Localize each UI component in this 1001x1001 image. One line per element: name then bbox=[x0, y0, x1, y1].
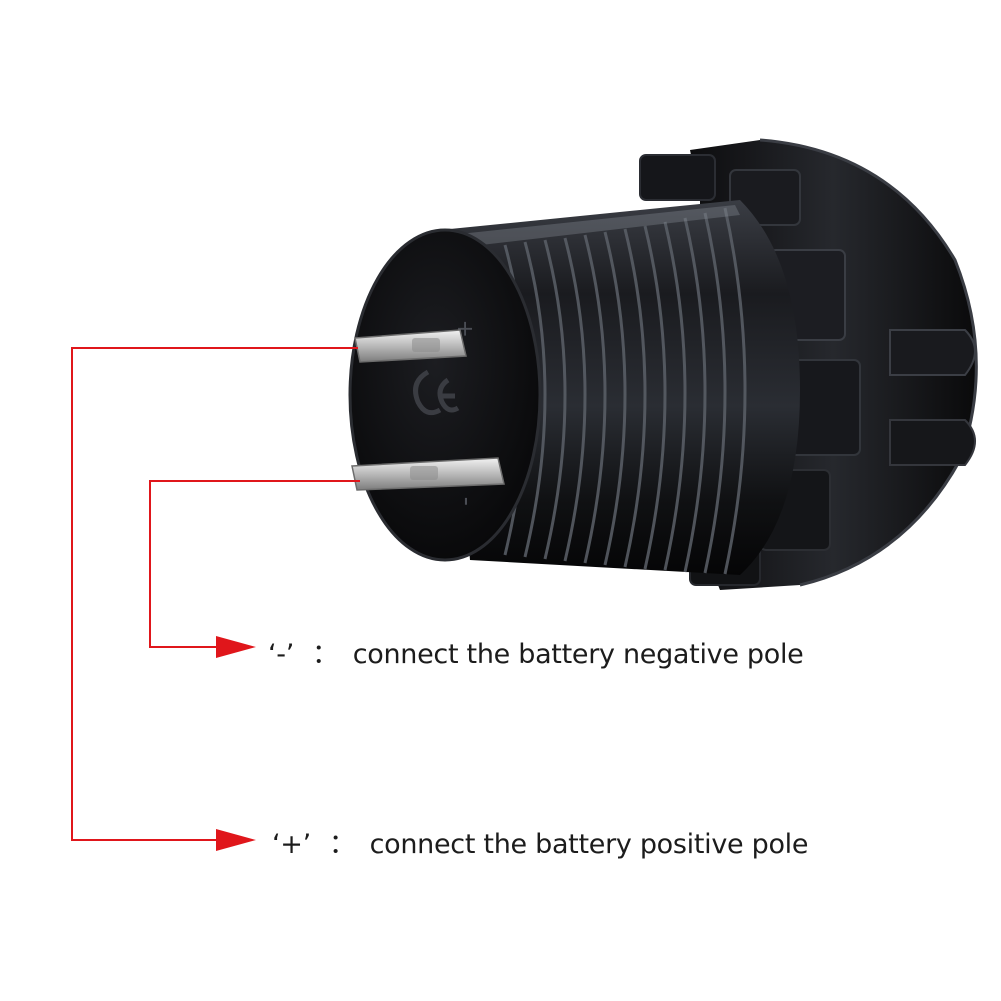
ce-mark bbox=[413, 369, 442, 416]
negative-separator: ： bbox=[312, 639, 339, 670]
positive-separator: ： bbox=[328, 829, 356, 860]
threaded-barrel bbox=[440, 200, 800, 575]
negative-pole-label: ‘-’ ： connect the battery negative pole bbox=[268, 632, 804, 671]
negative-symbol: ‘-’ bbox=[268, 639, 295, 670]
negative-leader-line bbox=[149, 480, 360, 648]
positive-symbol: ‘+’ bbox=[272, 829, 311, 860]
positive-leader-line bbox=[71, 347, 358, 841]
positive-terminal bbox=[354, 329, 467, 363]
negative-arrow-icon bbox=[216, 636, 256, 658]
socket-face: + - bbox=[348, 228, 542, 562]
negative-label-text: connect the battery negative pole bbox=[352, 639, 804, 670]
positive-label-text: connect the battery positive pole bbox=[369, 829, 809, 860]
usb-socket: + - bbox=[348, 138, 978, 590]
positive-pole-label: ‘+’ ： connect the battery positive pole bbox=[272, 822, 808, 861]
positive-arrow-icon bbox=[216, 829, 256, 851]
minus-terminal-mark: - bbox=[450, 497, 480, 506]
